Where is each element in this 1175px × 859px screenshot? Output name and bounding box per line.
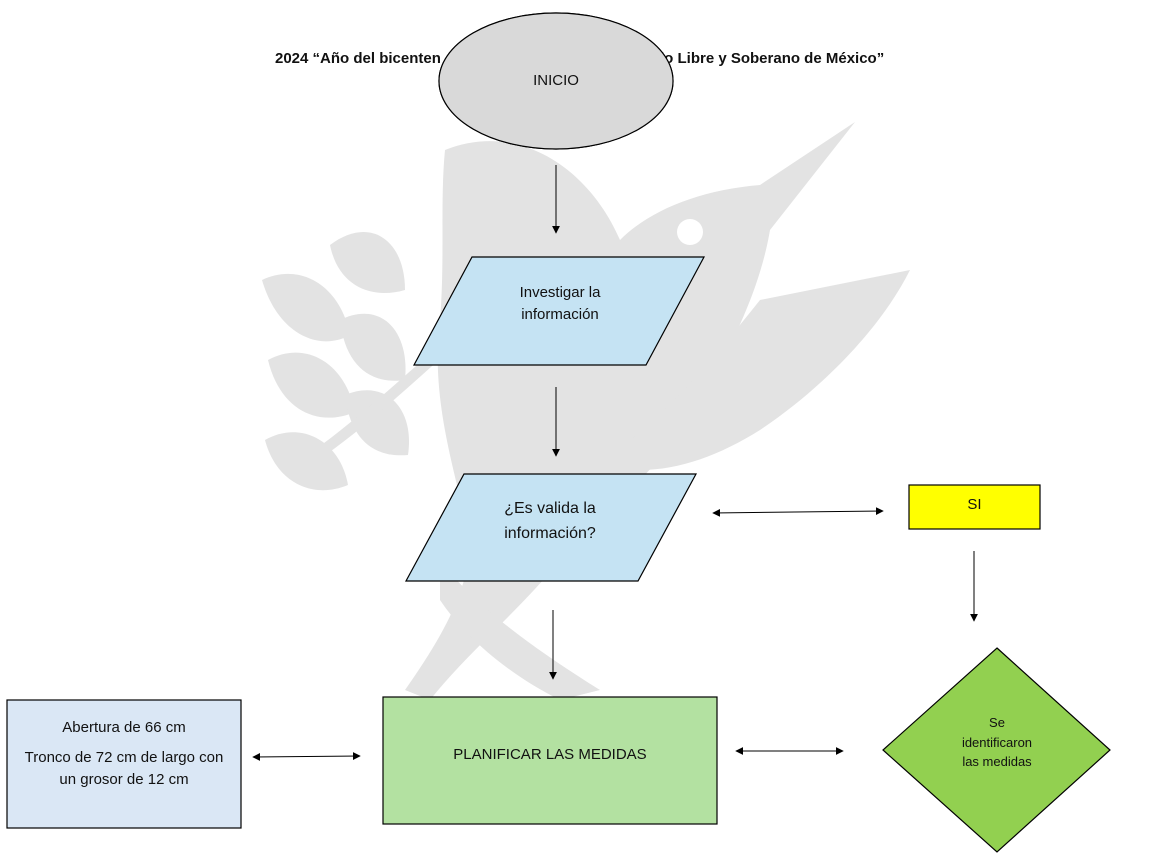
validate-label: ¿Es valida la información? <box>450 497 650 547</box>
arrow-measures-plan-bidirectional <box>252 752 361 761</box>
identified-label-line-2: identificaron <box>961 734 1033 750</box>
identified-diamond-shape <box>882 647 1111 853</box>
plan-box-shape <box>382 696 718 825</box>
investigate-label-line-1: Investigar la <box>519 284 601 301</box>
yes-box-shape <box>908 484 1041 530</box>
watermark-leaf <box>330 232 405 293</box>
measures-label: Abertura de 66 cm Tronco de 72 cm de lar… <box>7 717 241 790</box>
watermark-leaf <box>340 313 406 381</box>
watermark-bird-tail <box>440 560 600 700</box>
header-title-right: do Libre y Soberano de México” <box>655 50 885 67</box>
measures-label-line-1: Abertura de 66 cm <box>62 719 186 736</box>
validate-parallelogram-shape <box>404 473 698 582</box>
measures-label-line-2: Tronco de 72 cm de largo con <box>24 748 224 766</box>
watermark-leaf <box>268 352 355 418</box>
watermark-bird-wing <box>630 270 910 470</box>
yes-label: SI <box>967 496 982 513</box>
watermark-leaf <box>262 273 350 342</box>
watermark-leaf <box>345 390 410 456</box>
plan-label: PLANIFICAR LAS MEDIDAS <box>453 746 647 763</box>
investigate-label: Investigar la información <box>460 282 660 326</box>
start-ellipse-overlay <box>438 12 674 150</box>
start-label: INICIO <box>533 72 579 89</box>
identified-label-line-1: Se <box>989 715 1005 730</box>
investigate-label-line-2: información <box>521 305 599 323</box>
investigate-parallelogram-shape <box>412 256 706 366</box>
measures-box-shape <box>6 699 242 829</box>
validate-label-line-1: ¿Es valida la <box>504 500 596 517</box>
watermark-bird-eye <box>677 219 703 245</box>
header-title-left: 2024 “Año del bicenten <box>275 50 441 67</box>
measures-label-line-3: un grosor de 12 cm <box>59 770 189 788</box>
identified-label-line-3: las medidas <box>962 754 1032 769</box>
identified-label: Se identificaron las medidas <box>937 713 1057 772</box>
arrow-validate-yes-bidirectional <box>712 507 884 517</box>
validate-label-line-2: información? <box>504 524 596 542</box>
